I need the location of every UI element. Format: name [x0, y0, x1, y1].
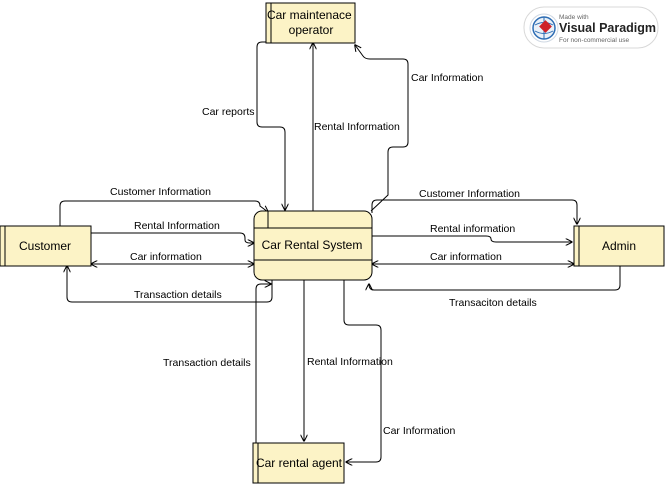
flow-label-car-information-left: Car information — [130, 251, 202, 263]
entity-rental-agent-label: Car rental agent — [256, 456, 343, 470]
flow-rental-information-right — [372, 235, 572, 242]
watermark-brand: Visual Paradigm — [559, 21, 656, 35]
flow-label-car-information-bottom: Car Information — [383, 425, 456, 437]
flow-car-information-top — [355, 45, 409, 212]
flow-label-rental-information-right: Rental information — [430, 223, 515, 235]
flow-label-transaction-details-right: Transaciton details — [449, 297, 537, 309]
operator-label-line-2: operator — [289, 23, 334, 37]
operator-label-line-1: Car maintenace — [267, 8, 352, 22]
flow-customer-information-right — [371, 199, 577, 224]
flow-label-rental-information-bottom: Rental Information — [307, 356, 393, 368]
watermark-made-with: Made with — [559, 14, 589, 21]
entity-rental-agent: Car rental agent — [252, 442, 345, 484]
entity-admin: Admin — [573, 225, 665, 267]
flow-label-transaction-details-left: Transaction details — [134, 289, 222, 301]
visual-paradigm-logo-icon — [529, 13, 559, 43]
flow-label-rental-information-left: Rental Information — [134, 220, 220, 232]
flow-label-customer-information-right: Customer Information — [419, 188, 520, 200]
entity-customer-label: Customer — [19, 239, 71, 253]
flow-transaction-details-right — [369, 266, 621, 291]
process-label: Car Rental System — [262, 238, 363, 252]
flow-car-information-bottom — [343, 280, 382, 462]
process-car-rental-system: Car Rental System — [253, 210, 373, 281]
watermark-note: For non-commercial use — [559, 37, 629, 44]
flow-label-car-reports: Car reports — [202, 106, 255, 118]
flow-label-rental-information-top: Rental Information — [314, 121, 400, 133]
entity-maintenance-operator-label: Car maintenace operator — [267, 8, 355, 37]
entity-customer: Customer — [0, 225, 92, 267]
flow-label-customer-information-left: Customer Information — [110, 186, 211, 198]
flow-label-transaction-details-bottom: Transaction details — [163, 357, 251, 369]
flow-car-reports — [256, 41, 285, 210]
flow-transaction-details-bottom — [255, 284, 271, 443]
flow-customer-information-left — [59, 200, 268, 226]
entity-admin-label: Admin — [602, 239, 636, 253]
flow-rental-information-left — [91, 232, 254, 243]
visual-paradigm-watermark: Made with Visual Paradigm For non-commer… — [523, 6, 659, 49]
flow-label-car-information-right: Car information — [430, 251, 502, 263]
entity-maintenance-operator: Car maintenace operator — [265, 2, 356, 44]
flow-label-car-information-top: Car Information — [411, 72, 484, 84]
flow-transaction-details-left — [67, 266, 273, 303]
